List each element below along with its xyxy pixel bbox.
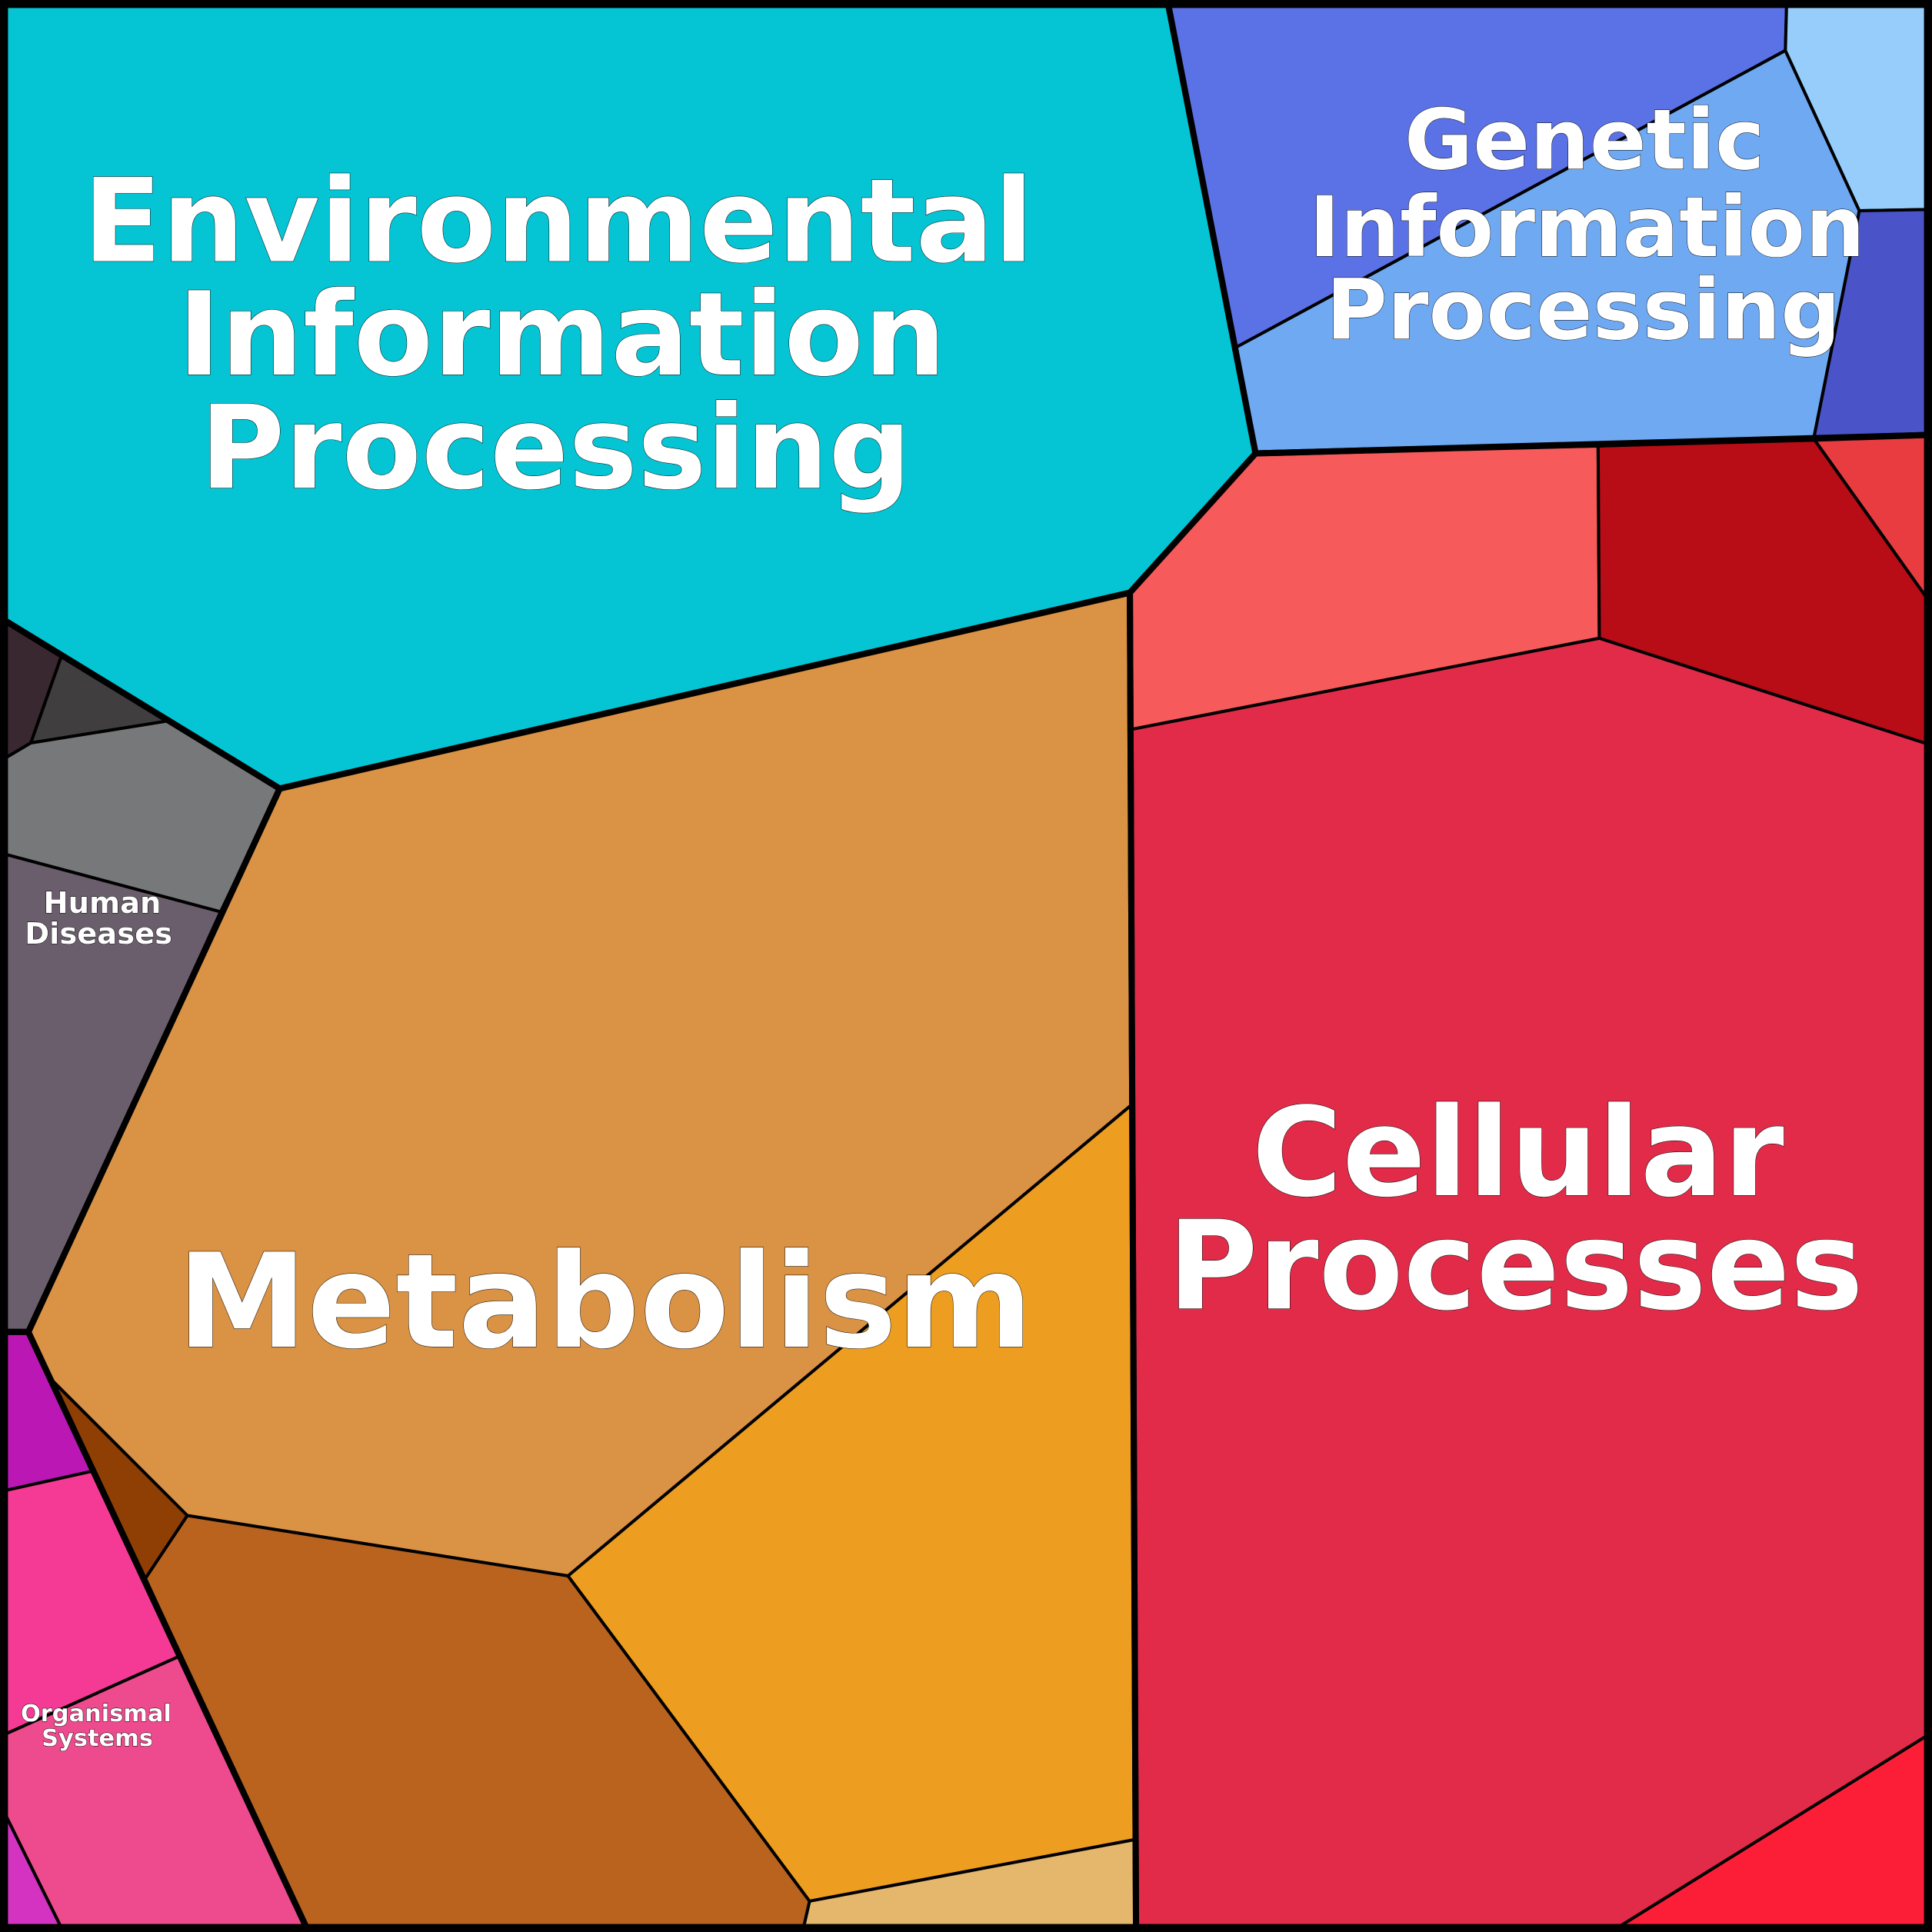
label-line: Cellular <box>1252 1081 1784 1224</box>
label-line: Genetic <box>1404 91 1765 188</box>
label-line: Human <box>44 886 162 921</box>
label-line: Processes <box>1168 1194 1864 1337</box>
label-line: Metabolism <box>177 1226 1032 1378</box>
label-metabolism: Metabolism <box>177 1226 1033 1379</box>
label-human-diseases: Human Diseases <box>25 886 173 952</box>
label-line: Environmental <box>83 154 1034 289</box>
label-genetic: Genetic Information Processing <box>1309 91 1866 359</box>
label-line: Information <box>178 267 946 402</box>
label-line: Processing <box>200 380 911 515</box>
label-cellular: Cellular Processes <box>1168 1080 1864 1337</box>
label-line: Organismal <box>21 1700 172 1727</box>
label-environmental: Environmental Information Processing <box>82 153 1034 516</box>
label-line: Systems <box>42 1725 153 1752</box>
label-line: Information <box>1309 178 1865 276</box>
label-organismal: Organismal Systems <box>20 1700 172 1753</box>
label-line: Diseases <box>25 917 172 951</box>
label-line: Processing <box>1326 261 1840 359</box>
